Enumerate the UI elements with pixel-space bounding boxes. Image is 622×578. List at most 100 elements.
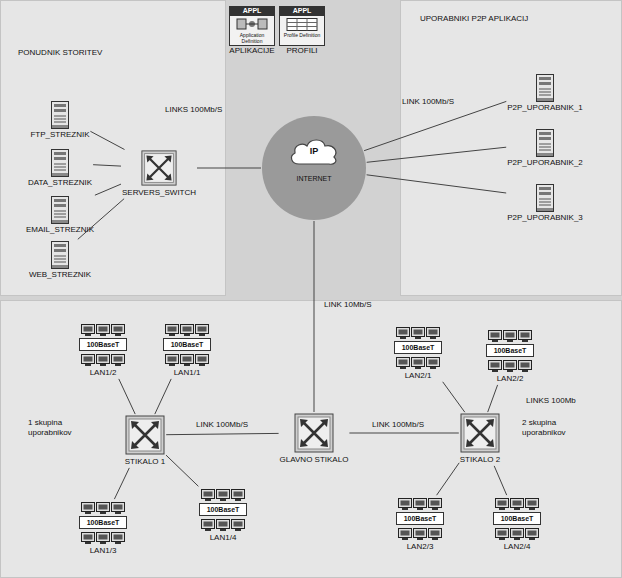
link-label: LINK 100Mb/S — [196, 420, 248, 430]
switch-icon-box — [125, 415, 165, 455]
switch-icon-box — [141, 150, 177, 186]
lan-type: 100BaseT — [78, 339, 128, 350]
server-icon — [49, 148, 71, 178]
lan-type: 100BaseT — [395, 513, 445, 524]
link-line — [90, 131, 124, 149]
node-label: P2P_UPORABNIK_3 — [507, 213, 583, 223]
server-icon — [49, 240, 71, 270]
server-icon-box — [534, 183, 556, 213]
server-node: EMAIL_STREZNIK — [26, 195, 94, 235]
link-line — [93, 165, 121, 166]
node-label: SERVERS_SWITCH — [122, 188, 196, 198]
server-node: WEB_STREZNIK — [29, 240, 91, 280]
server-icon-box — [49, 148, 71, 178]
switch-icon-box — [294, 413, 334, 453]
switch-icon — [125, 415, 165, 455]
server-icon — [534, 183, 556, 213]
icon-title: APPL — [279, 6, 325, 16]
server-icon-box — [49, 240, 71, 270]
link-line — [367, 147, 507, 162]
node-label: LAN1/3 — [78, 546, 128, 556]
node-label: STIKALO 1 — [125, 457, 165, 467]
link-line — [114, 468, 129, 499]
node-label: P2P_UPORABNIK_2 — [507, 158, 583, 168]
lan-node: 100BaseT LAN2/3 — [395, 496, 445, 552]
lan-node: 100BaseTLAN1/1 — [162, 322, 212, 378]
link-line — [95, 184, 121, 195]
lan-icon-box: 100BaseT — [78, 500, 128, 546]
switch-node: GLAVNO STIKALO — [280, 413, 349, 465]
node-label: INTERNET — [262, 174, 366, 184]
server-node: P2P_UPORABNIK_1 — [507, 73, 583, 113]
server-icon-box — [49, 100, 71, 130]
link-line — [364, 101, 506, 150]
lan-icon-box: 100BaseT — [492, 496, 542, 542]
node-label: LAN1/1 — [162, 368, 212, 378]
server-icon — [49, 195, 71, 225]
lan-type: 100BaseT — [485, 345, 535, 356]
switch-node: STIKALO 1 — [125, 415, 165, 467]
server-node: FTP_STREZNIK — [30, 100, 89, 140]
lan-type: 100BaseT — [492, 513, 542, 524]
link-line — [488, 385, 498, 412]
server-node: P2P_UPORABNIK_2 — [507, 128, 583, 168]
node-label: LAN1/2 — [78, 368, 128, 378]
lan-icon-box: 100BaseT — [393, 325, 443, 371]
link-line — [166, 433, 278, 434]
internet-cloud: IP INTERNET — [262, 116, 366, 220]
server-icon-box — [534, 73, 556, 103]
node-label: APLIKACIJE — [229, 46, 275, 56]
link-line — [119, 379, 135, 414]
lan-node: 100BaseT LAN2/1 — [393, 325, 443, 381]
node-label: LAN2/1 — [393, 371, 443, 381]
node-label: PROFILI — [279, 46, 325, 56]
node-label: LAN2/3 — [395, 542, 445, 552]
icon-caption: Application Definition — [229, 32, 275, 44]
cloud-label: IP — [262, 146, 366, 156]
free-label: LINKS 100Mb/S — [165, 105, 222, 115]
node-label: DATA_STREZNIK — [28, 178, 92, 188]
definition-node: APPLApplication DefinitionAPLIKACIJE — [229, 6, 275, 56]
link-line — [314, 221, 315, 412]
link-label: LINK 10Mb/S — [324, 300, 372, 310]
server-node: DATA_STREZNIK — [28, 148, 92, 188]
switch-node: SERVERS_SWITCH — [122, 150, 196, 198]
link-line — [155, 379, 171, 414]
switch-icon-box — [460, 413, 500, 453]
link-line — [494, 466, 507, 495]
switch-icon — [141, 150, 177, 186]
lan-node: 100BaseT LAN1/4 — [198, 487, 248, 543]
node-label: FTP_STREZNIK — [30, 130, 89, 140]
link-line — [443, 382, 465, 412]
node-label: LAN2/2 — [485, 374, 535, 384]
lan-icon-box: 100BaseT — [78, 322, 128, 368]
server-node: P2P_UPORABNIK_3 — [507, 183, 583, 223]
lan-icon-box: 100BaseT — [162, 322, 212, 368]
server-icon-box — [534, 128, 556, 158]
switch-icon — [460, 413, 500, 453]
lan-node: 100BaseTLAN1/3 — [78, 500, 128, 556]
node-label: EMAIL_STREZNIK — [26, 225, 94, 235]
lan-icon-box: 100BaseT — [198, 487, 248, 533]
link-line — [197, 168, 261, 169]
lan-node: 100BaseT LAN2/2 — [485, 328, 535, 384]
definition-node: APPLProfile DefinitionPROFILI — [279, 6, 325, 56]
link-line — [166, 455, 198, 486]
node-label: WEB_STREZNIK — [29, 270, 91, 280]
node-label: LAN1/4 — [198, 533, 248, 543]
region-panel: PONUDNIK STORITEVFTP_STREZNIKDATA_STREZN… — [0, 0, 225, 295]
lan-type: 100BaseT — [198, 504, 248, 515]
lan-type: 100BaseT — [393, 342, 443, 353]
node-label: GLAVNO STIKALO — [280, 455, 349, 465]
free-label: 1 skupina uporabnikov — [28, 418, 88, 438]
free-label: LINKS 100Mb — [526, 396, 576, 406]
link-line — [349, 433, 458, 434]
lan-node: 100BaseT LAN2/4 — [492, 496, 542, 552]
region-panel: UPORABNIKI P2P APLIKACIJP2P_UPORABNIK_1P… — [400, 0, 622, 295]
server-icon-box — [49, 195, 71, 225]
node-label: LAN2/4 — [492, 542, 542, 552]
definition-icon-box: APPLProfile Definition — [279, 6, 325, 46]
